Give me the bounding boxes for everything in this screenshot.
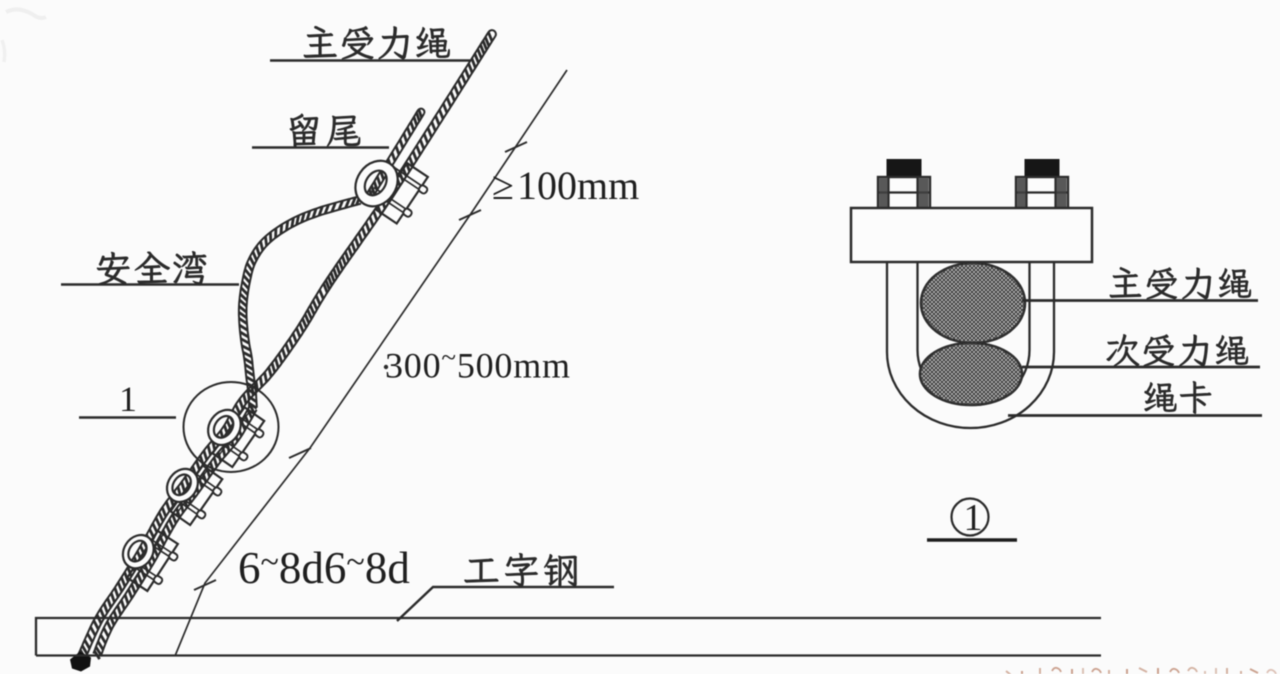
svg-text:1: 1 bbox=[964, 497, 983, 539]
svg-text:1: 1 bbox=[119, 379, 137, 419]
svg-text:6~8d6~8d: 6~8d6~8d bbox=[238, 543, 410, 593]
svg-text:≥100mm: ≥100mm bbox=[492, 163, 639, 208]
svg-text:300~500mm: 300~500mm bbox=[385, 343, 571, 386]
